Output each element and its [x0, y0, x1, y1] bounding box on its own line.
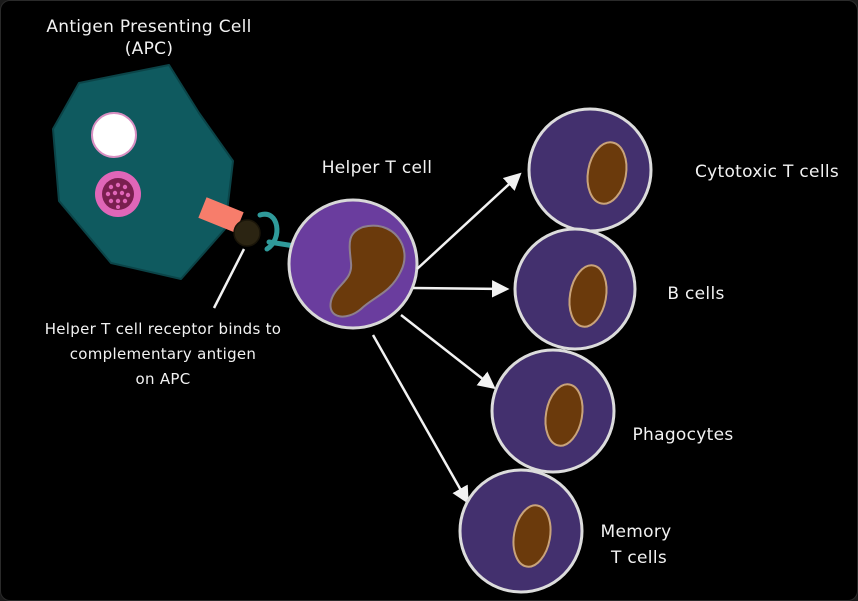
b-cell [515, 229, 635, 349]
apc-vacuole [92, 113, 136, 157]
arrow-to-cytotoxic [417, 175, 519, 269]
phagocytes-label: Phagocytes [632, 425, 733, 445]
receptor-note-line2: complementary antigen [70, 345, 257, 363]
helper-t-title: Helper T cell [322, 158, 433, 178]
arrow-to-memory [373, 335, 467, 501]
apc-title-line2: (APC) [125, 39, 174, 59]
cytotoxic-t-cell [529, 109, 651, 231]
memory-label-line1: Memory [601, 522, 672, 542]
helper-t-cell [289, 200, 417, 328]
phagocyte-cell [492, 350, 614, 472]
antigen-presenting-cell [53, 65, 233, 279]
receptor-note-line3: on APC [135, 370, 190, 388]
apc-title-line1: Antigen Presenting Cell [46, 17, 251, 37]
bcells-label: B cells [667, 284, 724, 304]
cytotoxic-label: Cytotoxic T cells [695, 162, 839, 182]
antigen-knob [234, 220, 260, 246]
memory-label-line2: T cells [610, 548, 667, 568]
apc-granule [95, 171, 141, 217]
memory-t-cell [460, 470, 582, 592]
arrow-to-phagocytes [401, 315, 493, 387]
receptor-pointer-line [214, 249, 244, 308]
receptor-note-line1: Helper T cell receptor binds to [45, 320, 282, 338]
arrow-to-bcells [413, 288, 506, 289]
